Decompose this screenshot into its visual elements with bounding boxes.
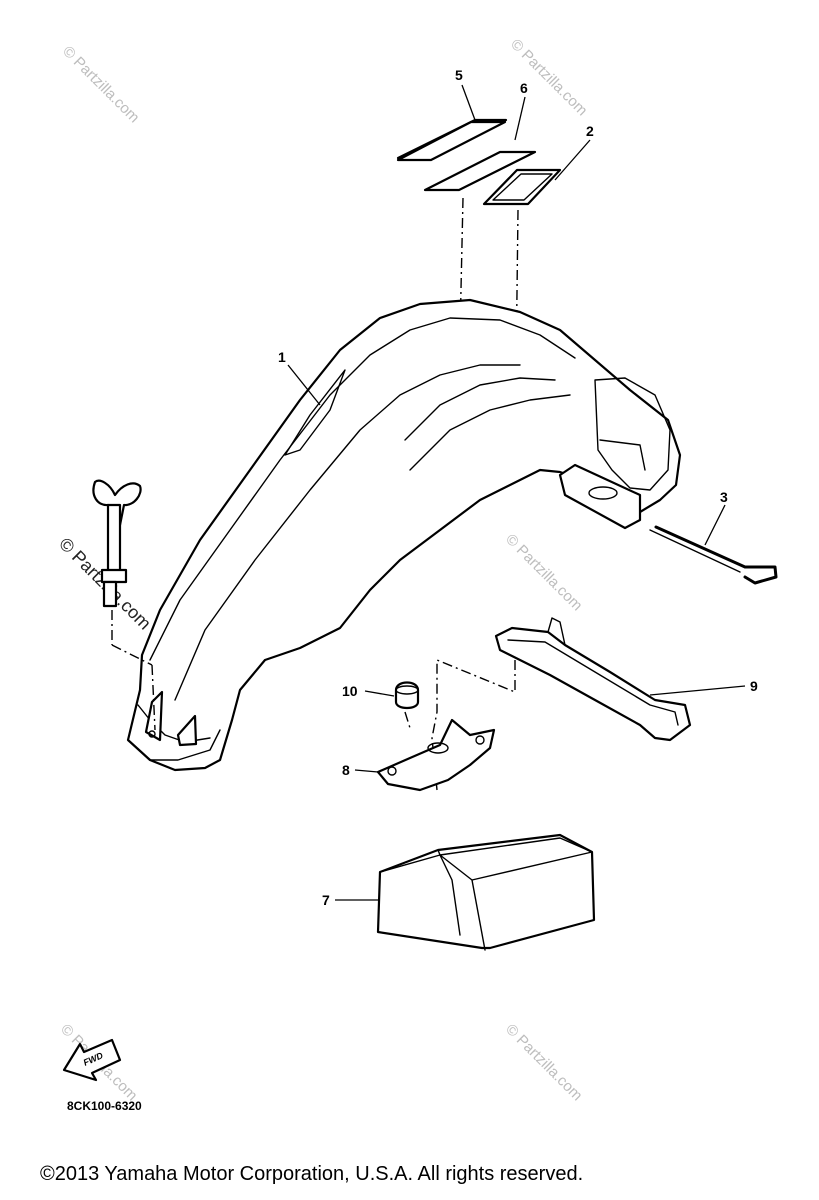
callout-8: 8 — [342, 762, 350, 778]
grommet-10 — [394, 681, 420, 729]
watermark-bottom-right: © Partzilla.com — [502, 1021, 585, 1104]
wing-bolt — [92, 479, 156, 731]
watermark-mid-right: © Partzilla.com — [502, 531, 585, 614]
callout-6: 6 — [520, 80, 528, 96]
decal-5 — [396, 118, 508, 162]
leader-3 — [704, 504, 726, 546]
leader-1 — [287, 364, 321, 406]
box-7 — [376, 833, 596, 951]
callout-7: 7 — [322, 892, 330, 908]
watermark-top-left: © Partzilla.com — [59, 43, 142, 126]
callout-10: 10 — [342, 683, 358, 699]
callout-9: 9 — [750, 678, 758, 694]
diagram-code: 8CK100-6320 — [67, 1099, 142, 1113]
fwd-arrow-icon: FWD — [62, 1038, 122, 1082]
callout-2: 2 — [586, 123, 594, 139]
leader-9 — [649, 685, 746, 696]
decal-6 — [423, 150, 537, 192]
rod-3 — [649, 525, 778, 585]
plate-8 — [376, 718, 496, 792]
callout-5: 5 — [455, 67, 463, 83]
leader-8 — [354, 769, 379, 773]
leader-6 — [514, 96, 526, 141]
leader-10 — [364, 690, 395, 697]
guide-line-decal-2 — [515, 209, 519, 376]
watermark-top-right: © Partzilla.com — [507, 36, 590, 119]
strap-9 — [494, 617, 692, 742]
callout-3: 3 — [720, 489, 728, 505]
fender-1 — [126, 298, 682, 772]
guide-line-strap — [431, 658, 516, 791]
leader-5 — [461, 84, 476, 121]
copyright-notice: ©2013 Yamaha Motor Corporation, U.S.A. A… — [40, 1163, 583, 1185]
callout-1: 1 — [278, 349, 286, 365]
decal-2 — [482, 168, 562, 206]
leader-2 — [554, 139, 591, 181]
